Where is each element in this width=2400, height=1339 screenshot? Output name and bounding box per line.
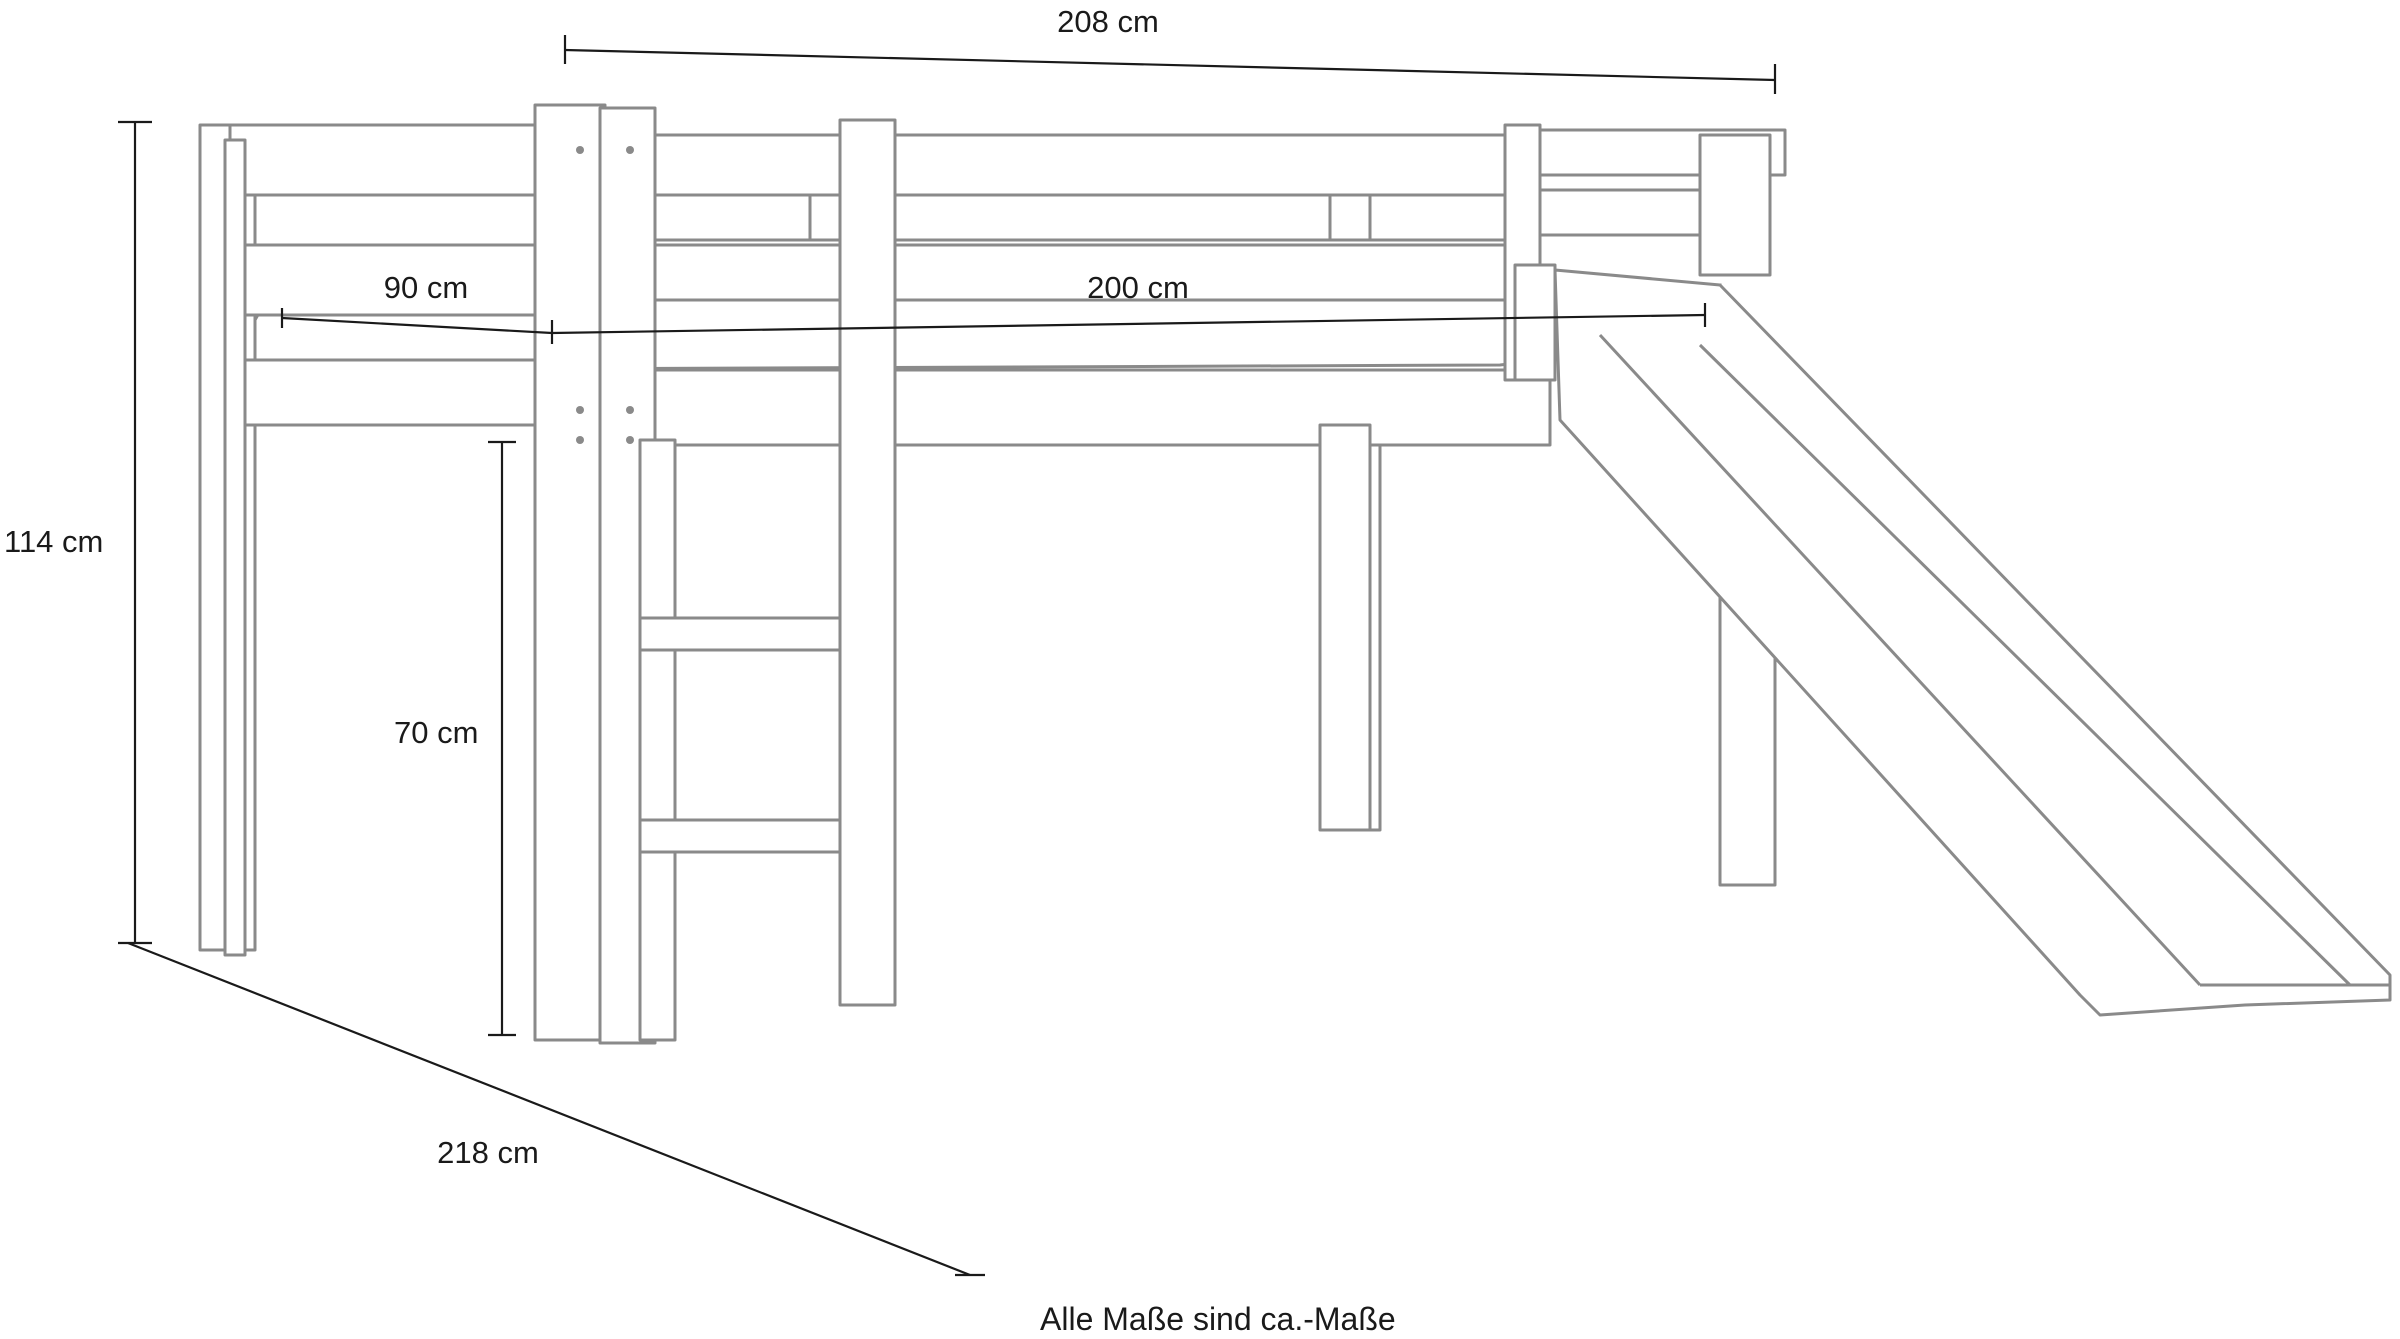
label-total-height: 114 cm: [4, 524, 103, 559]
ladder-right-rail: [838, 118, 897, 1007]
ladder-left-rail: [638, 438, 677, 1042]
label-mattress-length: 200 cm: [1087, 270, 1189, 305]
loft-bed-outline: [198, 103, 2392, 1045]
dimension-clearance-height: 70 cm: [394, 440, 516, 1037]
label-clearance-height: 70 cm: [394, 715, 478, 750]
dimension-mattress-width: 90 cm: [280, 270, 554, 344]
label-length-with-slide: 218 cm: [437, 1135, 539, 1170]
front-middle-leg: [1318, 423, 1372, 832]
label-total-length: 208 cm: [1057, 4, 1159, 39]
dimension-lines: 208 cm 114 cm 90 cm 200 cm 70 cm: [4, 4, 1777, 1277]
ladder: [638, 118, 897, 1042]
dimension-mattress-length: 200 cm: [551, 270, 1707, 335]
left-end-frame: [198, 123, 582, 957]
slide-connector: [1503, 123, 1557, 382]
slide-chute: [1553, 268, 2392, 1017]
dimension-total-height: 114 cm: [4, 120, 152, 945]
front-left-corner-post: [533, 103, 657, 1045]
dimension-total-length: 208 cm: [563, 4, 1777, 94]
measurement-note: Alle Maße sind ca.-Maße: [1040, 1301, 1396, 1337]
dimension-length-with-slide: 218 cm: [127, 941, 985, 1277]
slide: [1553, 268, 2392, 1017]
label-mattress-width: 90 cm: [384, 270, 468, 305]
front-guard-rail: [618, 133, 1552, 447]
